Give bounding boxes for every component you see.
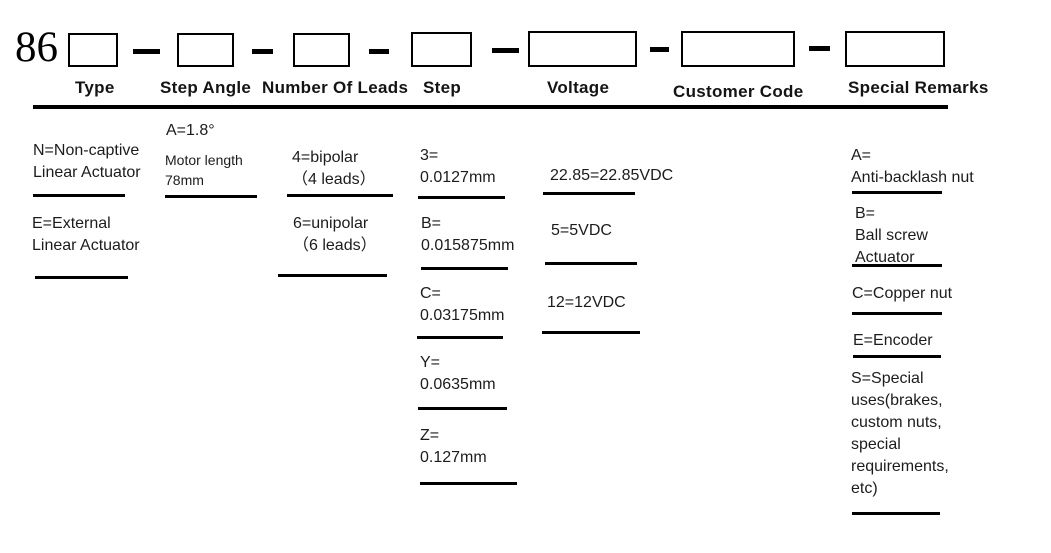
option-special-encoder: E=Encoder (853, 332, 933, 349)
header-number-of-leads: Number Of Leads (262, 78, 409, 97)
underline (165, 195, 257, 198)
option-step-z: Z= 0.127mm (420, 427, 487, 466)
option-leads-bipolar: 4=bipolar （4 leads） (292, 149, 376, 188)
underline (542, 331, 640, 334)
dash-separator (492, 48, 519, 53)
code-box-step (411, 32, 472, 67)
option-special-anti-backlash: A= Anti-backlash nut (851, 147, 974, 186)
option-special-copper-nut: C=Copper nut (852, 285, 953, 302)
underline (421, 267, 508, 270)
option-step-b: B= 0.015875mm (421, 215, 515, 254)
code-box-type (68, 33, 118, 67)
underline (35, 276, 128, 279)
option-type-external: E=External Linear Actuator (32, 215, 140, 254)
header-rule (33, 105, 948, 109)
underline (545, 262, 637, 265)
underline (420, 482, 517, 485)
option-voltage-2285: 22.85=22.85VDC (550, 167, 674, 184)
header-step: Step (423, 78, 462, 97)
header-type: Type (75, 78, 115, 97)
option-step-angle-a: A=1.8° (166, 122, 215, 139)
code-box-voltage (528, 31, 637, 67)
underline (852, 312, 942, 315)
underline (852, 512, 940, 515)
code-box-step-angle (177, 33, 234, 67)
dash-separator (369, 49, 389, 54)
code-box-customer-code (681, 31, 795, 67)
underline (852, 264, 942, 267)
underline (418, 407, 507, 410)
option-special-special-uses: S=Special uses(brakes, custom nuts, spec… (851, 370, 949, 497)
option-step-y: Y= 0.0635mm (420, 354, 496, 393)
header-customer-code: Customer Code (673, 82, 804, 101)
option-step-angle-motor-length: Motor length 78mm (165, 152, 243, 188)
option-voltage-5: 5=5VDC (551, 222, 612, 239)
header-special-remarks: Special Remarks (848, 78, 989, 97)
code-box-special-remarks (845, 31, 945, 67)
underline (33, 194, 125, 197)
option-type-noncaptive: N=Non-captive Linear Actuator (33, 142, 141, 181)
underline (278, 274, 387, 277)
underline (543, 192, 635, 195)
header-voltage: Voltage (547, 78, 610, 97)
underline (417, 336, 503, 339)
option-leads-unipolar: 6=unipolar （6 leads） (293, 215, 377, 254)
option-voltage-12: 12=12VDC (547, 294, 626, 311)
header-step-angle: Step Angle (160, 78, 252, 97)
option-step-3: 3= 0.0127mm (420, 147, 496, 186)
model-prefix: 86 (15, 24, 58, 71)
option-step-c: C= 0.03175mm (420, 285, 505, 324)
dash-separator (133, 49, 160, 54)
code-box-leads (293, 33, 350, 67)
underline (287, 194, 393, 197)
underline (418, 196, 505, 199)
dash-separator (252, 49, 273, 54)
option-special-ball-screw: B= Ball screw Actuator (855, 205, 928, 266)
dash-separator (809, 46, 830, 51)
dash-separator (650, 47, 669, 52)
underline (852, 191, 942, 194)
underline (853, 355, 941, 358)
